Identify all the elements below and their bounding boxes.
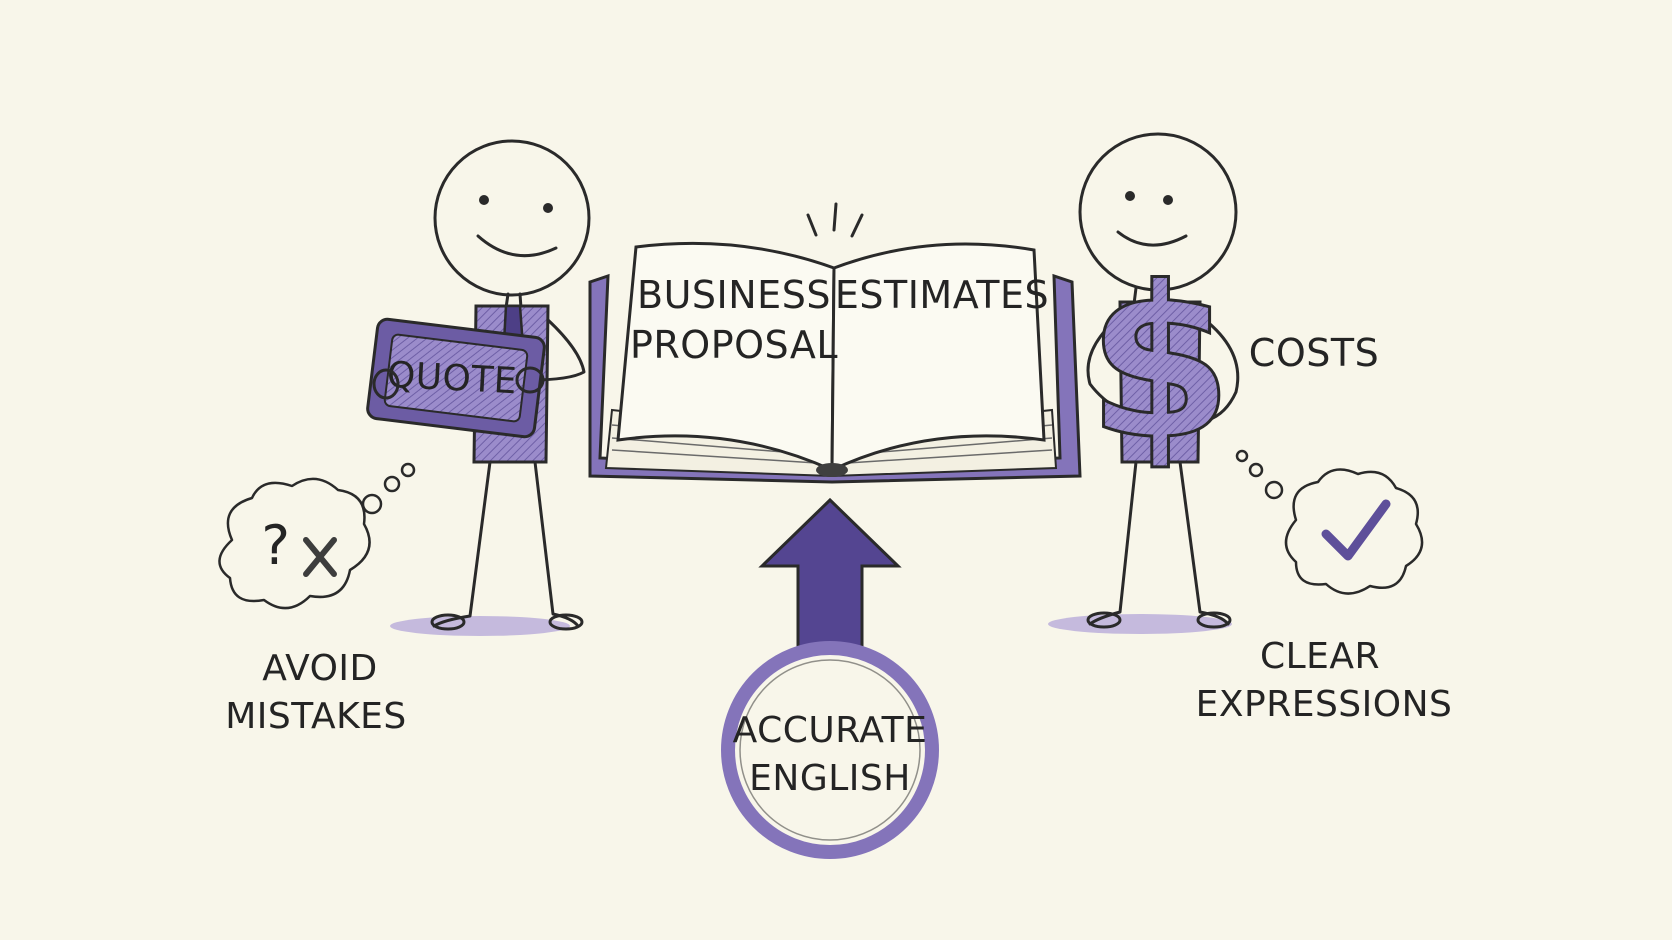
accurate-line1: ACCURATE [733, 710, 928, 751]
right-thought-bubble [1235, 449, 1424, 595]
dollar-sign-icon: $ [1085, 240, 1234, 488]
book-left-line1: BUSINESS [637, 273, 831, 317]
accurate-line2: ENGLISH [749, 758, 911, 799]
avoid-line1: AVOID [262, 648, 378, 689]
dollar-glyph: $ [1087, 241, 1233, 486]
question-cross-icon [303, 537, 337, 577]
clear-line2: EXPRESSIONS [1196, 684, 1453, 725]
question-icon: ? [261, 514, 290, 577]
up-arrow-icon [758, 497, 902, 654]
clear-line1: CLEAR [1260, 636, 1380, 677]
accurate-english-badge: ACCURATE ENGLISH [721, 641, 939, 859]
book-left-line2: PROPOSAL [630, 323, 838, 367]
quote-label: QUOTE [386, 355, 518, 403]
open-book: BUSINESS PROPOSAL ESTIMATES [588, 202, 1082, 484]
checkmark-icon [1321, 499, 1391, 561]
left-thought-bubble: ? [218, 462, 416, 610]
quote-tablet: QUOTE [366, 317, 546, 439]
costs-label: COSTS [1249, 331, 1379, 375]
book-right-label: ESTIMATES [835, 273, 1049, 317]
right-person [1048, 132, 1240, 634]
avoid-line2: MISTAKES [225, 696, 407, 737]
